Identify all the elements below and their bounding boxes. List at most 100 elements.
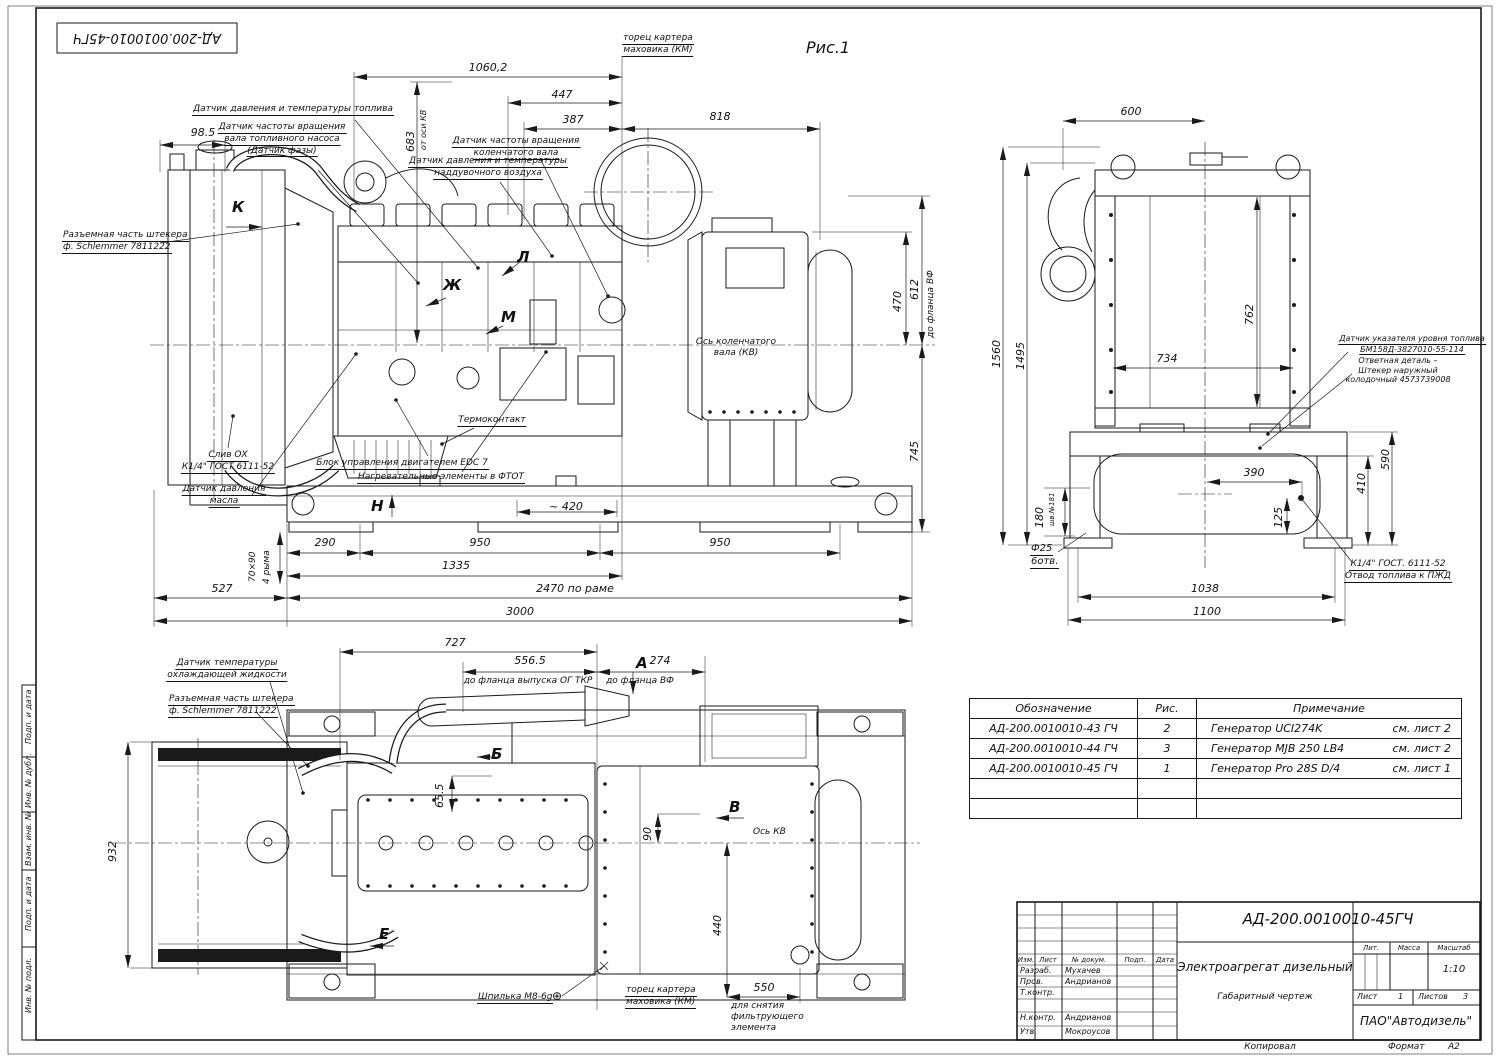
view-letter-k: К: [232, 198, 245, 216]
dim-745: 745: [908, 441, 921, 462]
view-letter-v: В: [729, 798, 741, 816]
dim-447: 447: [551, 88, 573, 101]
dim-420: ~ 420: [549, 500, 583, 513]
dim-950-a: 950: [469, 536, 491, 549]
dim-1495: 1495: [1014, 342, 1027, 370]
titleblock-mass-label: Масса: [1397, 944, 1421, 952]
spec-header-row: Обозначение Рис. Примечание: [969, 698, 1462, 719]
dim-2470: 2470 по раме: [536, 582, 614, 595]
dim-762: 762: [1243, 304, 1256, 325]
dim-410: 410: [1355, 473, 1368, 494]
plan-view-dims: [124, 644, 801, 1010]
dim-932: 932: [106, 841, 119, 862]
dim-1100: 1100: [1193, 605, 1221, 618]
spec-row-empty: [969, 798, 1462, 819]
titleblock-name-developed: Мухачев: [1065, 966, 1101, 975]
note-fuel-sensor: Датчик давления и температуры топлива: [192, 104, 394, 116]
spec-header-designation: Обозначение: [969, 698, 1138, 719]
dim-556-note: до фланца выпуска ОГ ТКР: [463, 676, 593, 686]
spec-table: Обозначение Рис. Примечание АД-200.00100…: [969, 698, 1462, 819]
titleblock-role-tcontrol: Т.контр.: [1020, 988, 1055, 997]
dim-274: 274: [649, 654, 671, 667]
side-view-dims: [153, 56, 930, 627]
title-block-lines: [1016, 901, 1481, 1041]
spec-fig: 3: [1137, 738, 1197, 759]
view-letter-b: Б: [491, 745, 503, 763]
margin-podp-data-1: Подп. и дата: [24, 689, 33, 745]
margin-podp-data-2: Подп. и дата: [24, 876, 33, 932]
spec-row: АД-200.0010010-45 ГЧ 1 Генератор Pro 28S…: [969, 758, 1462, 779]
titleblock-title: Электроагрегат дизельный: [1177, 960, 1353, 974]
spec-header-fig: Рис.: [1137, 698, 1197, 719]
view-letter-a: А: [636, 654, 648, 672]
margin-inv-podl: Инв. № подл.: [24, 957, 33, 1013]
titleblock-col-izm: Изм.: [1017, 956, 1035, 964]
dim-65-5: 65.5: [433, 783, 446, 809]
corner-stamp: АД-200.0010010-45ГЧ: [73, 30, 221, 46]
dim-90: 90: [641, 827, 654, 841]
front-view-art: [1040, 142, 1353, 568]
titleblock-doc-number: АД-200.0010010-45ГЧ: [1242, 910, 1414, 928]
titleblock-scale-value: 1:10: [1442, 964, 1466, 975]
spec-row: АД-200.0010010-43 ГЧ 2 Генератор UCI274K…: [969, 718, 1462, 739]
dim-600: 600: [1120, 105, 1142, 118]
spec-header-note: Примечание: [1196, 698, 1462, 719]
stud-symbol-icon: ⊕: [552, 989, 563, 1003]
dim-390: 390: [1243, 466, 1265, 479]
view-letter-n: Н: [371, 497, 384, 515]
note-stud-m8: Шпилька М8-6g: [477, 992, 554, 1004]
titleblock-role-developed: Разраб.: [1020, 966, 1052, 975]
note-thermocontact: Термоконтакт: [457, 415, 527, 427]
spec-designation: АД-200.0010010-43 ГЧ: [969, 718, 1138, 739]
dim-590: 590: [1379, 449, 1392, 470]
figure-label: Рис.1: [805, 38, 851, 57]
dim-387: 387: [562, 113, 584, 126]
dim-556-5: 556.5: [514, 654, 546, 667]
spec-row: АД-200.0010010-44 ГЧ 3 Генератор MJB 250…: [969, 738, 1462, 759]
note-heaters: Нагревательные элементы в ФТОТ: [357, 472, 525, 484]
dim-125: 125: [1272, 507, 1285, 528]
dim-98-5: 98.5: [190, 126, 216, 139]
dim-180-note: шв.№181: [1048, 492, 1056, 526]
dim-4-ryma: 4 рыма: [262, 550, 272, 584]
dim-734: 734: [1156, 352, 1178, 365]
dim-683-note: от оси КВ: [419, 109, 428, 150]
front-view-dims: [999, 117, 1398, 626]
dim-290: 290: [314, 536, 336, 549]
margin-vzam-inv: Взам. инв. №: [24, 811, 33, 866]
dim-527: 527: [211, 582, 233, 595]
titleblock-sheets-value: 3: [1463, 992, 1469, 1001]
dim-550: 550: [753, 981, 775, 994]
titleblock-col-date: Дата: [1155, 956, 1175, 964]
dim-3000: 3000: [506, 605, 534, 618]
dim-1038: 1038: [1191, 582, 1219, 595]
titleblock-col-doc: № докум.: [1071, 956, 1107, 964]
titleblock-role-checked: Пров.: [1020, 977, 1044, 986]
plan-view-art: [112, 685, 920, 1001]
titleblock-sheet-value: 1: [1398, 992, 1404, 1001]
spec-designation: АД-200.0010010-45 ГЧ: [969, 758, 1138, 779]
titleblock-subtitle: Габаритный чертеж: [1217, 992, 1313, 1002]
titleblock-sheet-label: Лист: [1357, 992, 1378, 1001]
titleblock-name-ncontrol: Андрианов: [1065, 1013, 1112, 1022]
titleblock-scale-label: Масштаб: [1437, 944, 1471, 952]
titleblock-lit-label: Лит.: [1362, 944, 1380, 952]
dim-440: 440: [711, 915, 724, 936]
